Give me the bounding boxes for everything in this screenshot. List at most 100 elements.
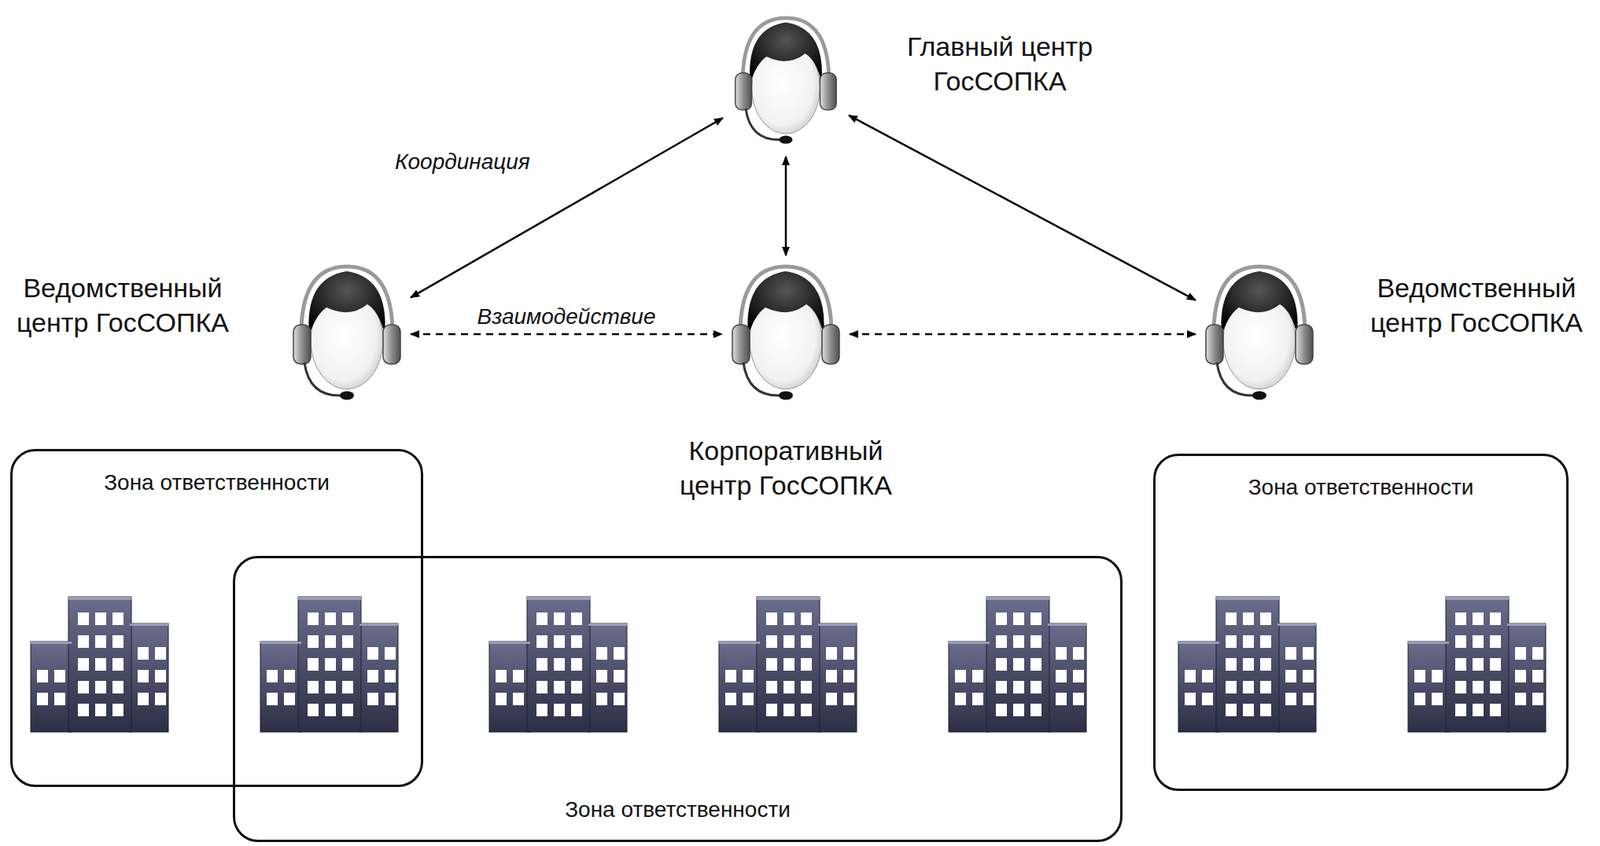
coordination-arrow xyxy=(848,115,1196,301)
building-part xyxy=(1431,693,1443,706)
building-icon xyxy=(260,597,399,733)
building-part xyxy=(30,641,72,645)
building-part xyxy=(1242,704,1254,717)
building-part xyxy=(367,670,379,683)
building-part xyxy=(986,597,1050,601)
center-name: Ведомственный центр ГосСОПКА xyxy=(3,270,243,340)
center-name: Главный центр ГосСОПКА xyxy=(881,29,1118,99)
building-part xyxy=(112,612,124,626)
building-part xyxy=(1055,647,1067,660)
center-icon: Главный центр ГосСОПКА xyxy=(730,14,841,149)
building-part xyxy=(1260,658,1272,671)
building-icon xyxy=(30,597,169,733)
building-part xyxy=(137,693,149,706)
building-part xyxy=(1302,693,1314,706)
building-part xyxy=(718,641,760,733)
building-part xyxy=(596,670,608,683)
building-part xyxy=(1431,670,1443,683)
building-part xyxy=(1260,704,1272,717)
building-part xyxy=(783,704,795,717)
building-part xyxy=(1216,597,1280,733)
building-part xyxy=(588,623,627,627)
headset-person xyxy=(1203,263,1316,406)
building-part xyxy=(553,635,565,649)
building-part xyxy=(342,704,354,717)
building-part xyxy=(1242,681,1254,694)
building-part xyxy=(995,704,1007,717)
building-part xyxy=(1178,641,1220,645)
building-part xyxy=(342,681,354,694)
building-part xyxy=(995,612,1007,626)
building-part xyxy=(1489,658,1501,671)
building-part xyxy=(266,670,278,683)
building-part xyxy=(1242,612,1254,626)
building-part xyxy=(95,658,107,671)
building-part xyxy=(1472,681,1484,694)
building-part xyxy=(1472,658,1484,671)
building-part xyxy=(129,623,169,733)
building-part xyxy=(1072,693,1084,706)
building-part xyxy=(766,612,778,626)
building-icon xyxy=(1408,597,1546,733)
building-part xyxy=(384,693,396,706)
building-part xyxy=(783,658,795,671)
building-part xyxy=(725,670,737,683)
building-part xyxy=(54,693,66,706)
building-part xyxy=(536,612,548,626)
headset-person xyxy=(1205,266,1313,401)
headset-person xyxy=(729,263,842,406)
building-part xyxy=(800,612,812,626)
building-part xyxy=(77,658,89,671)
building-part xyxy=(324,658,336,671)
building-part xyxy=(527,597,590,601)
building-part xyxy=(77,612,89,626)
building-part xyxy=(1216,597,1280,601)
building-part xyxy=(553,681,565,694)
building-part xyxy=(783,635,795,649)
building-part xyxy=(307,681,319,694)
building-part xyxy=(298,597,362,601)
building-part xyxy=(1047,623,1087,733)
building-part xyxy=(536,704,548,717)
building-part xyxy=(95,704,107,717)
building-part xyxy=(972,693,984,706)
building-part xyxy=(324,704,336,717)
building-part xyxy=(1515,647,1527,660)
building-part xyxy=(307,704,319,717)
building-part xyxy=(95,635,107,649)
building-part xyxy=(766,635,778,649)
building-part xyxy=(954,693,966,706)
building-part xyxy=(1408,641,1449,645)
building-part xyxy=(489,641,531,733)
building-part xyxy=(1472,612,1484,626)
building-part xyxy=(1201,693,1213,706)
responsibility-zone: Зона ответственности xyxy=(232,556,1123,843)
zone-label: Зона ответственности xyxy=(1155,475,1567,501)
building-part xyxy=(1455,681,1467,694)
building-part xyxy=(1055,670,1067,683)
building-part xyxy=(571,658,583,671)
building-part xyxy=(260,641,302,733)
building-part xyxy=(512,670,524,683)
building-part xyxy=(77,635,89,649)
building-part xyxy=(948,641,990,645)
building-part xyxy=(77,704,89,717)
zone-label: Зона ответственности xyxy=(12,470,421,496)
building-part xyxy=(359,623,399,627)
building-part xyxy=(766,681,778,694)
building-part xyxy=(742,670,754,683)
building-part xyxy=(283,693,295,706)
building-part xyxy=(112,658,124,671)
building-part xyxy=(1285,693,1297,706)
building-part xyxy=(1489,681,1501,694)
building-part xyxy=(1302,670,1314,683)
building-part xyxy=(489,641,531,645)
building-part xyxy=(342,635,354,649)
building-part xyxy=(1489,612,1501,626)
building-part xyxy=(495,670,507,683)
building-part xyxy=(766,704,778,717)
building-part xyxy=(1201,670,1213,683)
headset-person xyxy=(730,14,841,149)
building-part xyxy=(995,635,1007,649)
building-part xyxy=(1414,693,1426,706)
